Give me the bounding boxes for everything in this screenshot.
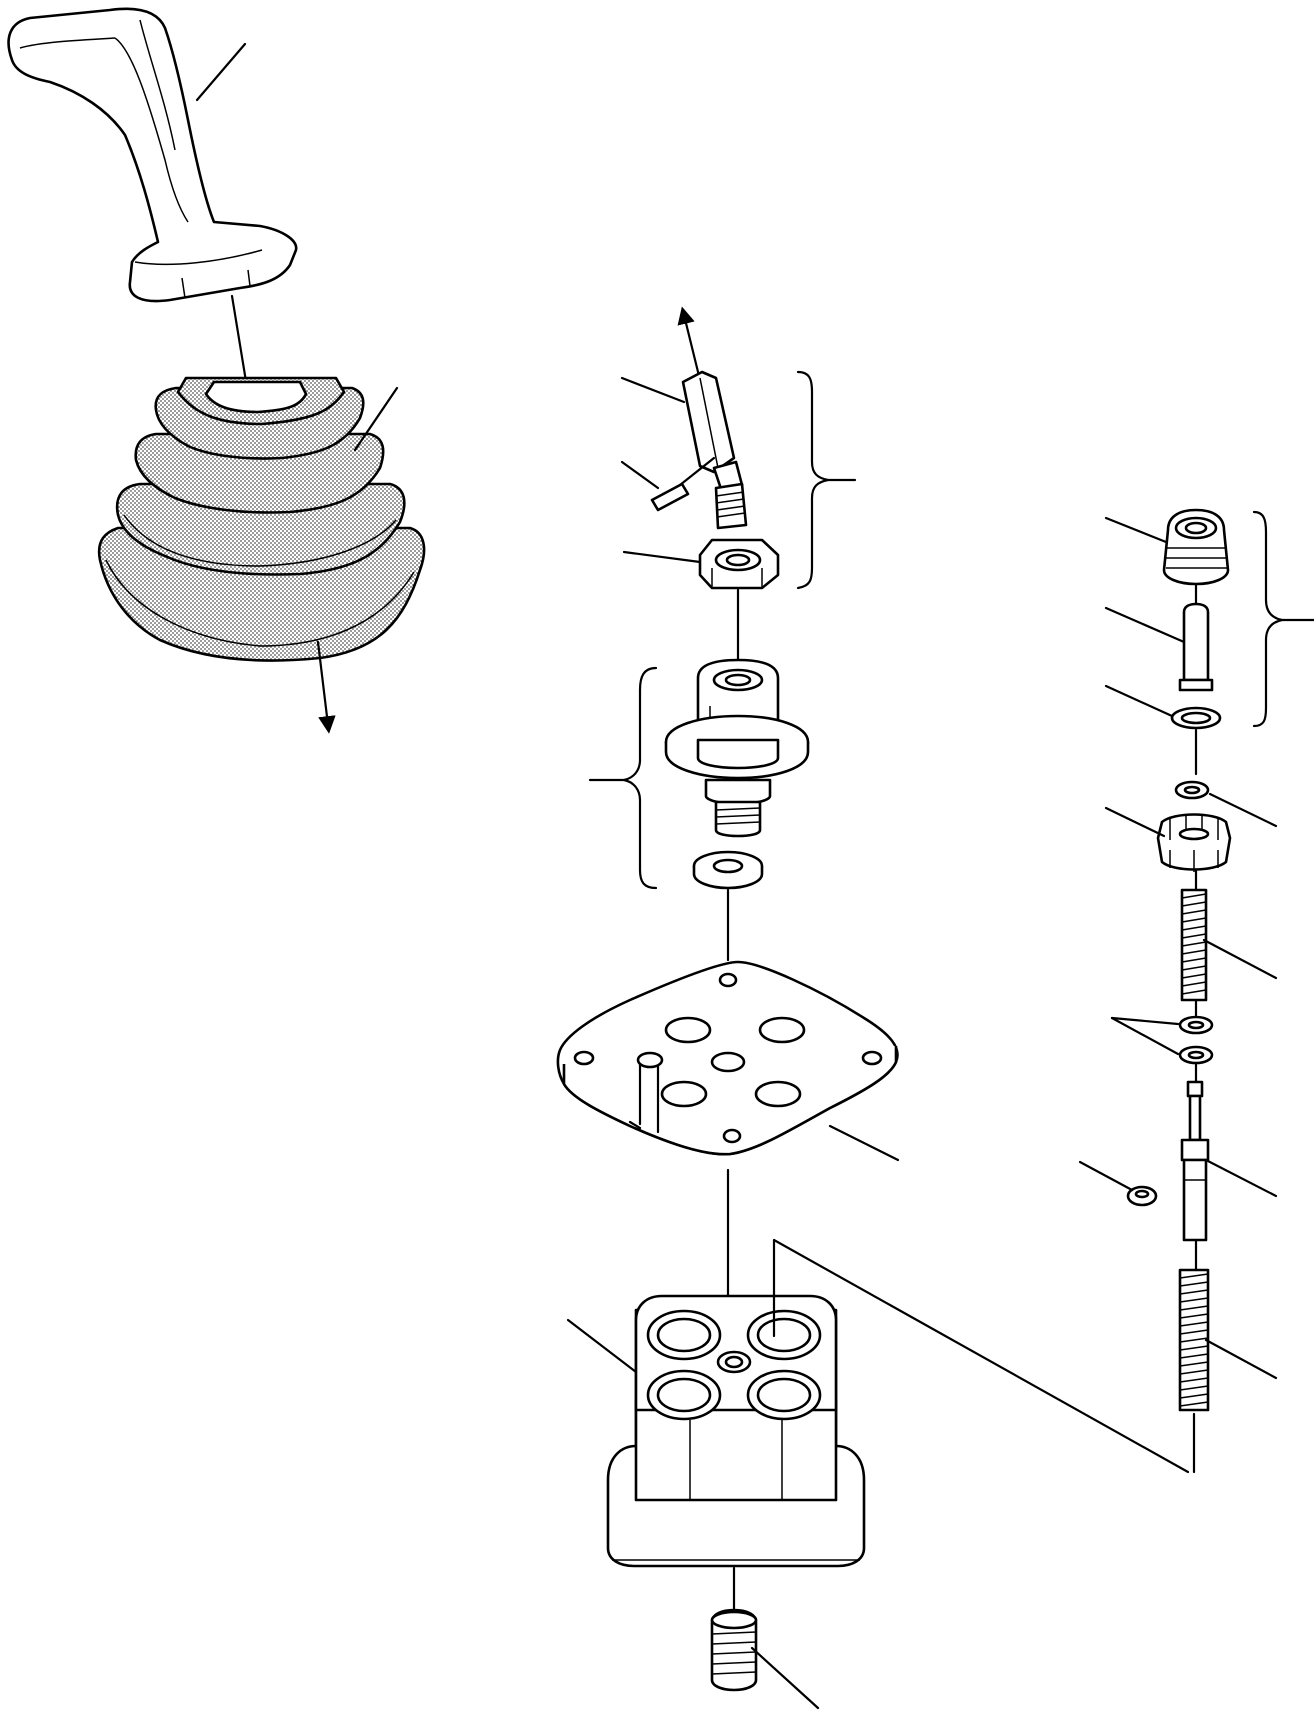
brace-icon — [796, 370, 830, 590]
shim-icon — [1178, 1015, 1214, 1065]
leader-line — [750, 1646, 820, 1710]
push-rod-icon — [1178, 602, 1214, 692]
leader-line — [566, 1318, 638, 1374]
leader-line — [1104, 684, 1174, 718]
leader-line — [1202, 938, 1278, 980]
seal-plug-icon — [1162, 508, 1230, 586]
pin-icon — [650, 482, 690, 512]
leader-line — [353, 386, 399, 452]
lever-knob-icon — [7, 7, 298, 303]
leader-line — [1110, 1016, 1180, 1056]
axis-line — [316, 640, 336, 734]
coil-spring-icon — [1180, 888, 1208, 1002]
leader-line — [772, 1238, 1190, 1474]
leader-line — [1104, 806, 1166, 838]
leader-line — [1104, 516, 1168, 544]
brace-icon — [1252, 510, 1284, 728]
leader-line — [1208, 792, 1278, 828]
plug-icon — [710, 1608, 758, 1692]
leader-line — [1104, 606, 1186, 644]
o-ring-icon — [1170, 706, 1222, 730]
mounting-plate-icon — [556, 960, 899, 1156]
coil-spring-icon — [1178, 1268, 1210, 1412]
valve-body-icon — [606, 1294, 866, 1568]
hex-shaft-icon — [681, 370, 748, 530]
leader-line — [195, 42, 247, 102]
leader-line — [622, 550, 702, 564]
washer-icon — [692, 850, 764, 890]
leader-line — [620, 376, 686, 404]
spring-seat-icon — [1156, 813, 1232, 872]
leader-line — [1204, 1158, 1278, 1198]
axis-line — [677, 306, 702, 382]
small-nut-icon — [1126, 1185, 1158, 1207]
spool-icon — [1180, 1080, 1210, 1242]
brace-icon — [622, 666, 658, 890]
leader-line — [1078, 1160, 1134, 1192]
bellows-boot-icon — [97, 376, 426, 662]
hex-nut-icon — [698, 538, 780, 590]
leader-line — [678, 456, 716, 487]
leader-line — [620, 460, 660, 490]
retainer-ring-icon — [1174, 780, 1210, 800]
universal-joint-icon — [664, 658, 810, 838]
leader-line — [828, 1124, 900, 1162]
leader-line — [1110, 1016, 1180, 1026]
leader-line — [1204, 1338, 1278, 1380]
